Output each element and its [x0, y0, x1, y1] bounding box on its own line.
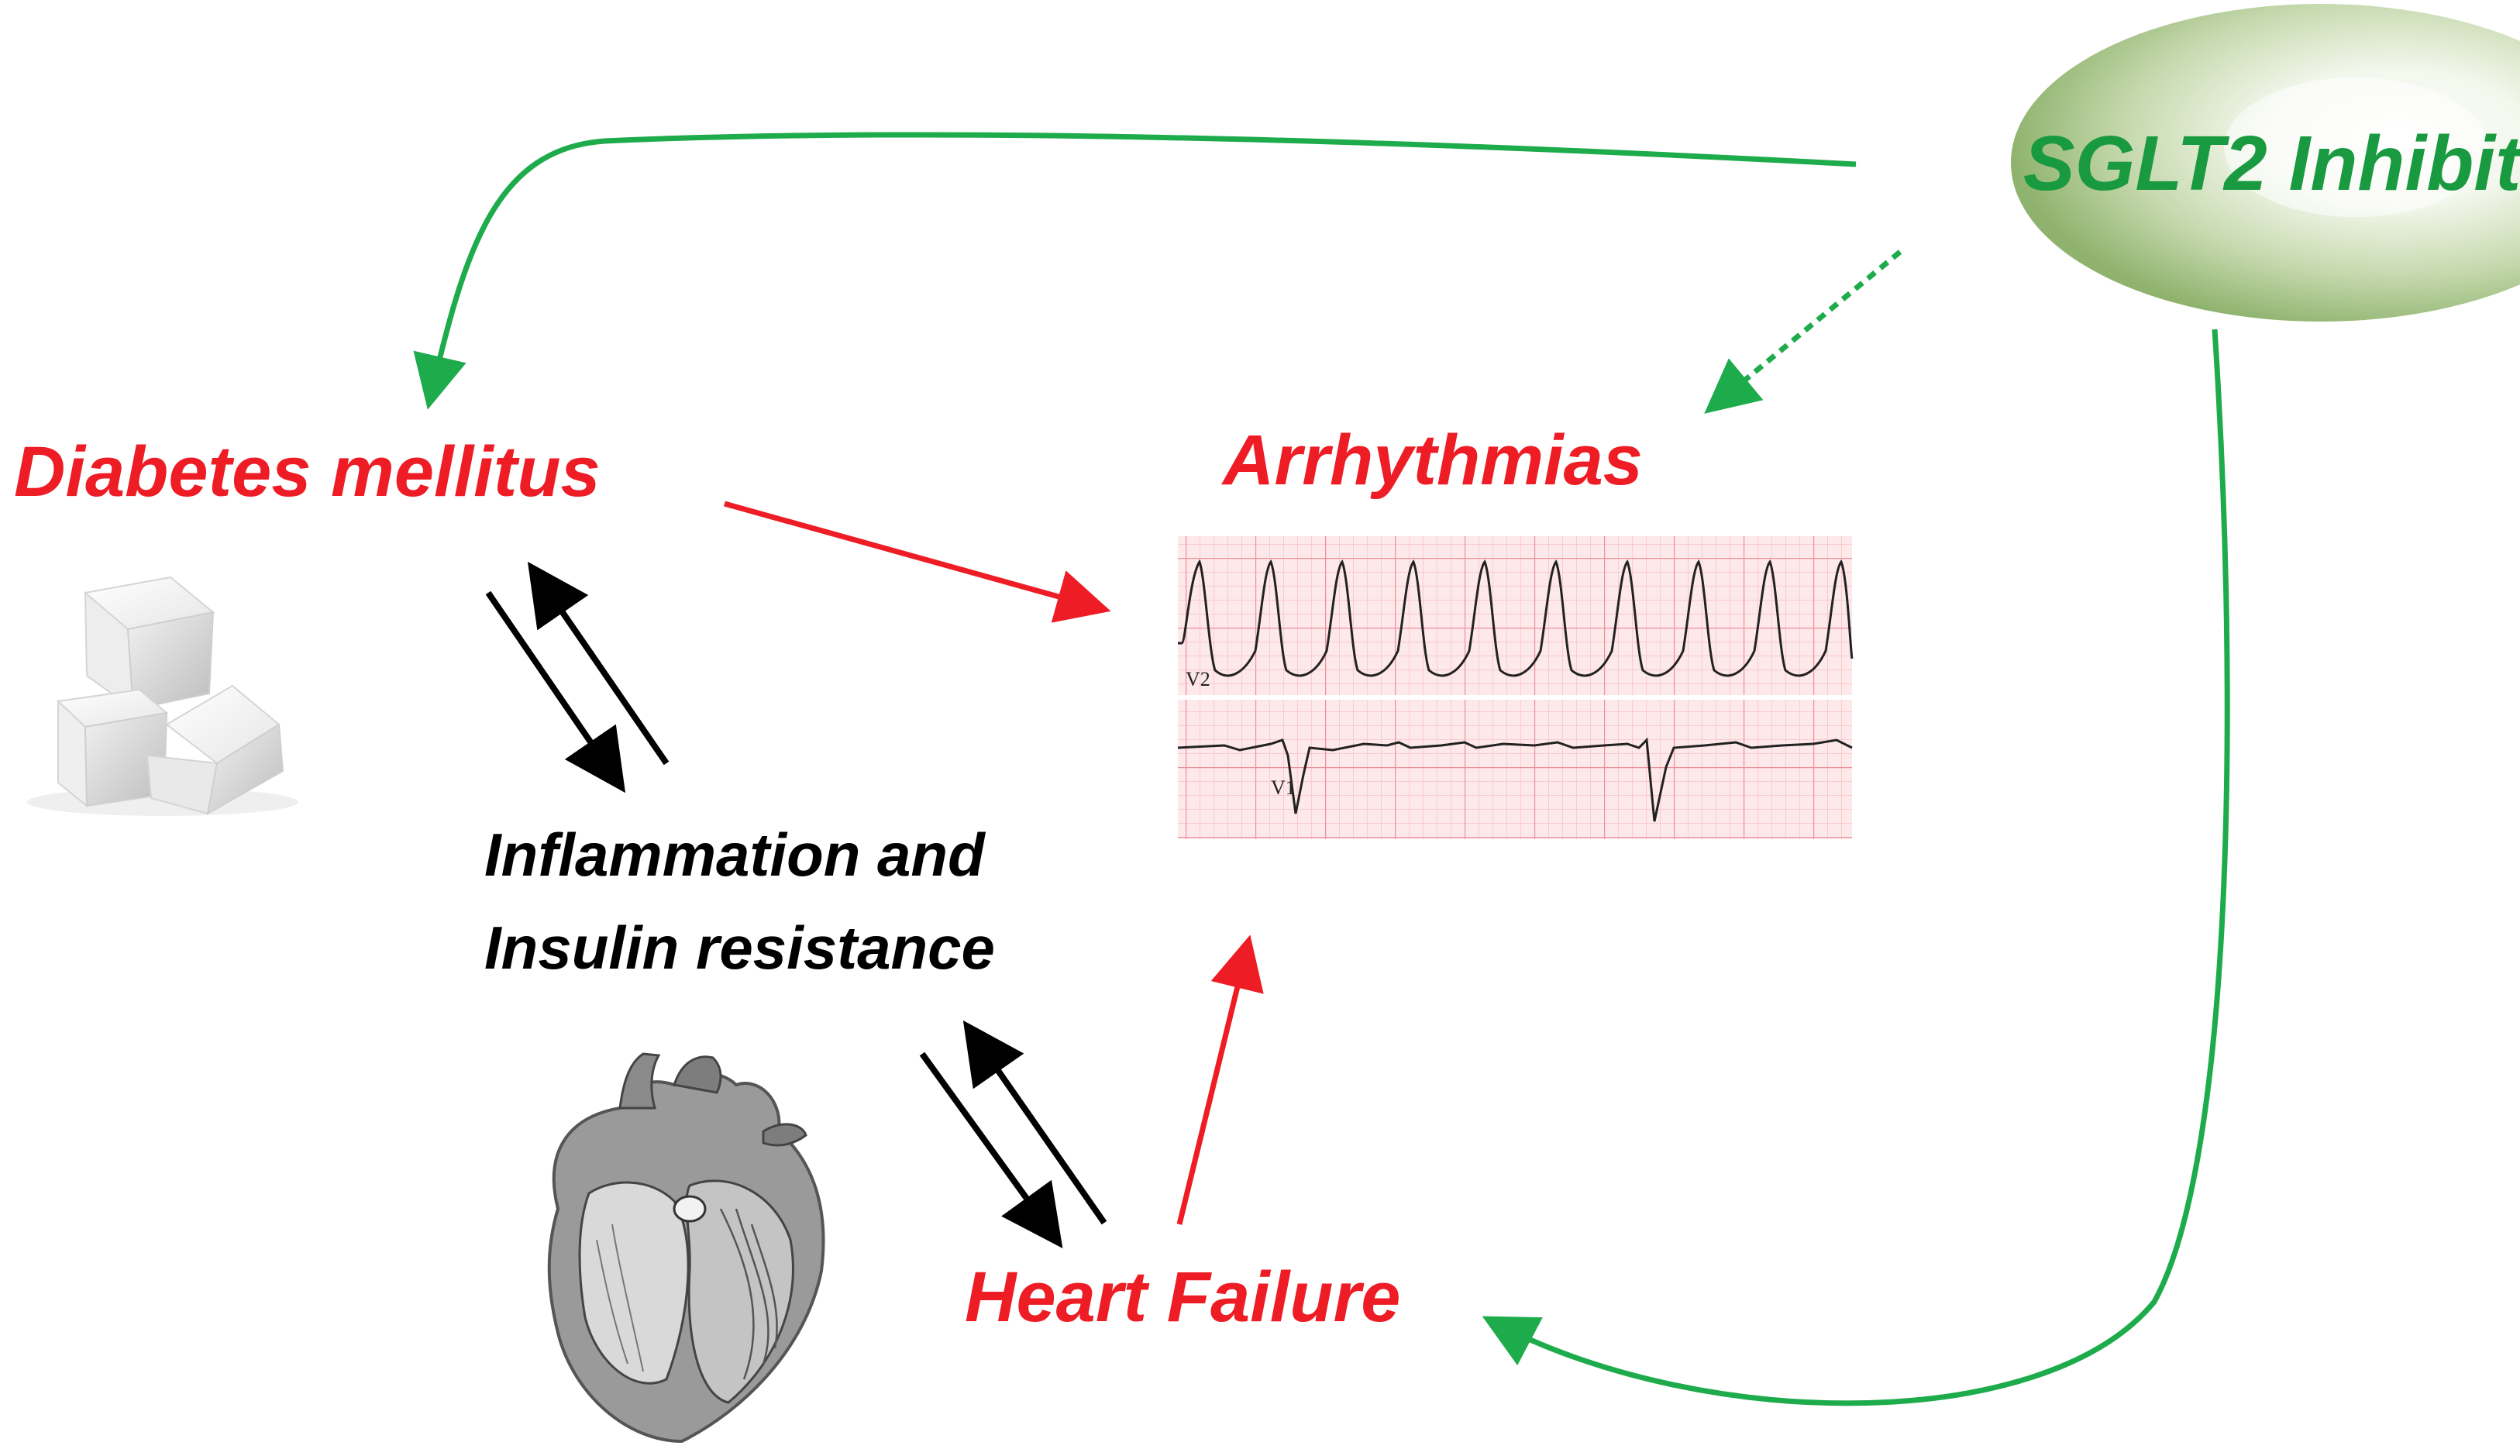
sglt2-node: SGLT2 Inhibitors — [2011, 4, 2520, 322]
sugar-cubes-image — [27, 576, 298, 816]
ecg-lead-v1: V1 — [1271, 776, 1296, 799]
ecg-strip: V2 V1 — [1177, 536, 1854, 839]
arrow-sglt2-to-arrhythmias-dashed — [1704, 250, 1902, 414]
ecg-trace-v2 — [1178, 559, 1854, 677]
diabetes-label: Diabetes mellitus — [14, 432, 601, 511]
arrow-heart-failure-to-inflammation — [962, 1020, 1107, 1225]
inflammation-label-line2: Insulin resistance — [484, 914, 995, 982]
ecg-lead-v2: V2 — [1186, 668, 1210, 690]
arrow-diabetes-to-arrhythmias — [724, 501, 1111, 623]
ecg-grid-bottom — [1178, 700, 1852, 839]
inflammation-label-line1: Inflammation and — [484, 821, 986, 889]
sglt2-highlight — [2224, 77, 2487, 217]
heart-cross-section-image — [547, 1052, 825, 1444]
arrow-sglt2-to-diabetes — [413, 132, 1857, 410]
arrow-sglt2-to-heart-failure — [1482, 329, 2230, 1406]
sglt2-label: SGLT2 Inhibitors — [2023, 120, 2520, 207]
arrow-inflammation-to-heart-failure — [919, 1052, 1063, 1248]
ecg-grid-top — [1178, 536, 1852, 695]
arrow-inflammation-to-diabetes — [527, 561, 670, 766]
heart-failure-label: Heart Failure — [965, 1258, 1400, 1337]
arrhythmias-label: Arrhythmias — [1221, 421, 1643, 500]
ecg-trace-v1 — [1177, 737, 1853, 822]
arrow-heart-failure-to-arrhythmias — [1176, 935, 1264, 1225]
arrow-diabetes-to-inflammation — [485, 590, 626, 793]
